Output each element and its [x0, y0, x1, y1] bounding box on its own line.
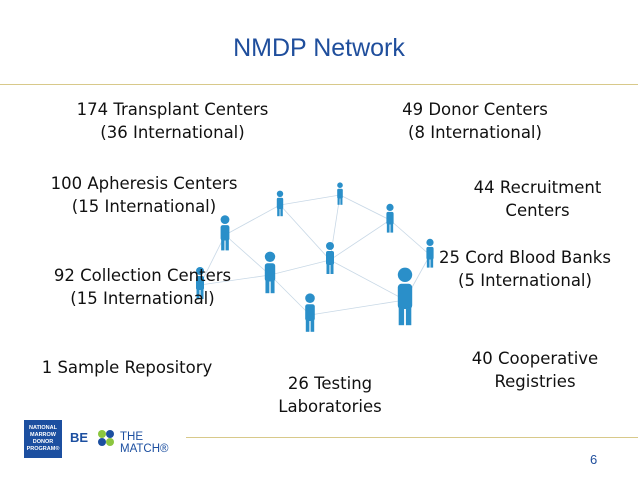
cooperative-registries: 40 Cooperative Registries [450, 347, 620, 393]
collection-centers-line2: (15 International) [70, 289, 215, 308]
donor-centers-line1: 49 Donor Centers [402, 100, 548, 119]
logo-match-text: THE MATCH® [120, 431, 169, 455]
logo-be-text: BE [70, 430, 89, 445]
people-network-image [196, 182, 434, 332]
transplant-centers-line2: (36 International) [100, 123, 245, 142]
nmdp-logo: NATIONAL MARROW DONOR PROGRAM® BE THE MA… [24, 420, 194, 458]
collection-centers: 92 Collection Centers (15 International) [30, 264, 255, 310]
sample-repository: 1 Sample Repository [22, 356, 232, 379]
recruitment-centers: 44 Recruitment Centers [455, 176, 620, 222]
apheresis-centers-line1: 100 Apheresis Centers [50, 174, 238, 193]
cord-blood-banks-line1: 25 Cord Blood Banks [439, 248, 611, 267]
recruitment-centers-line1: 44 Recruitment [473, 178, 602, 197]
recruitment-centers-line2: Centers [505, 201, 570, 220]
apheresis-centers: 100 Apheresis Centers (15 International) [28, 172, 260, 218]
testing-laboratories-line1: 26 Testing [287, 374, 373, 393]
be-the-match-mark-icon [98, 430, 114, 446]
title-divider [0, 84, 638, 85]
donor-centers: 49 Donor Centers (8 International) [380, 98, 570, 144]
transplant-centers: 174 Transplant Centers (36 International… [60, 98, 285, 144]
nmdp-logo-text: NATIONAL MARROW DONOR PROGRAM® [26, 425, 60, 452]
footer-divider [186, 437, 638, 438]
apheresis-centers-line2: (15 International) [71, 197, 217, 216]
cooperative-registries-line1: 40 Cooperative [471, 349, 599, 368]
page-number: 6 [590, 452, 598, 467]
cord-blood-banks-line2: (5 International) [458, 271, 592, 290]
cooperative-registries-line2: Registries [494, 372, 576, 391]
cord-blood-banks: 25 Cord Blood Banks (5 International) [420, 246, 630, 292]
testing-laboratories-line2: Laboratories [278, 397, 382, 416]
sample-repository-line1: 1 Sample Repository [41, 358, 213, 377]
transplant-centers-line1: 174 Transplant Centers [76, 100, 269, 119]
slide-title: NMDP Network [233, 34, 405, 62]
donor-centers-line2: (8 International) [408, 123, 542, 142]
nmdp-logo-box: NATIONAL MARROW DONOR PROGRAM® [24, 420, 62, 458]
testing-laboratories: 26 Testing Laboratories [255, 372, 405, 418]
collection-centers-line1: 92 Collection Centers [53, 266, 232, 285]
